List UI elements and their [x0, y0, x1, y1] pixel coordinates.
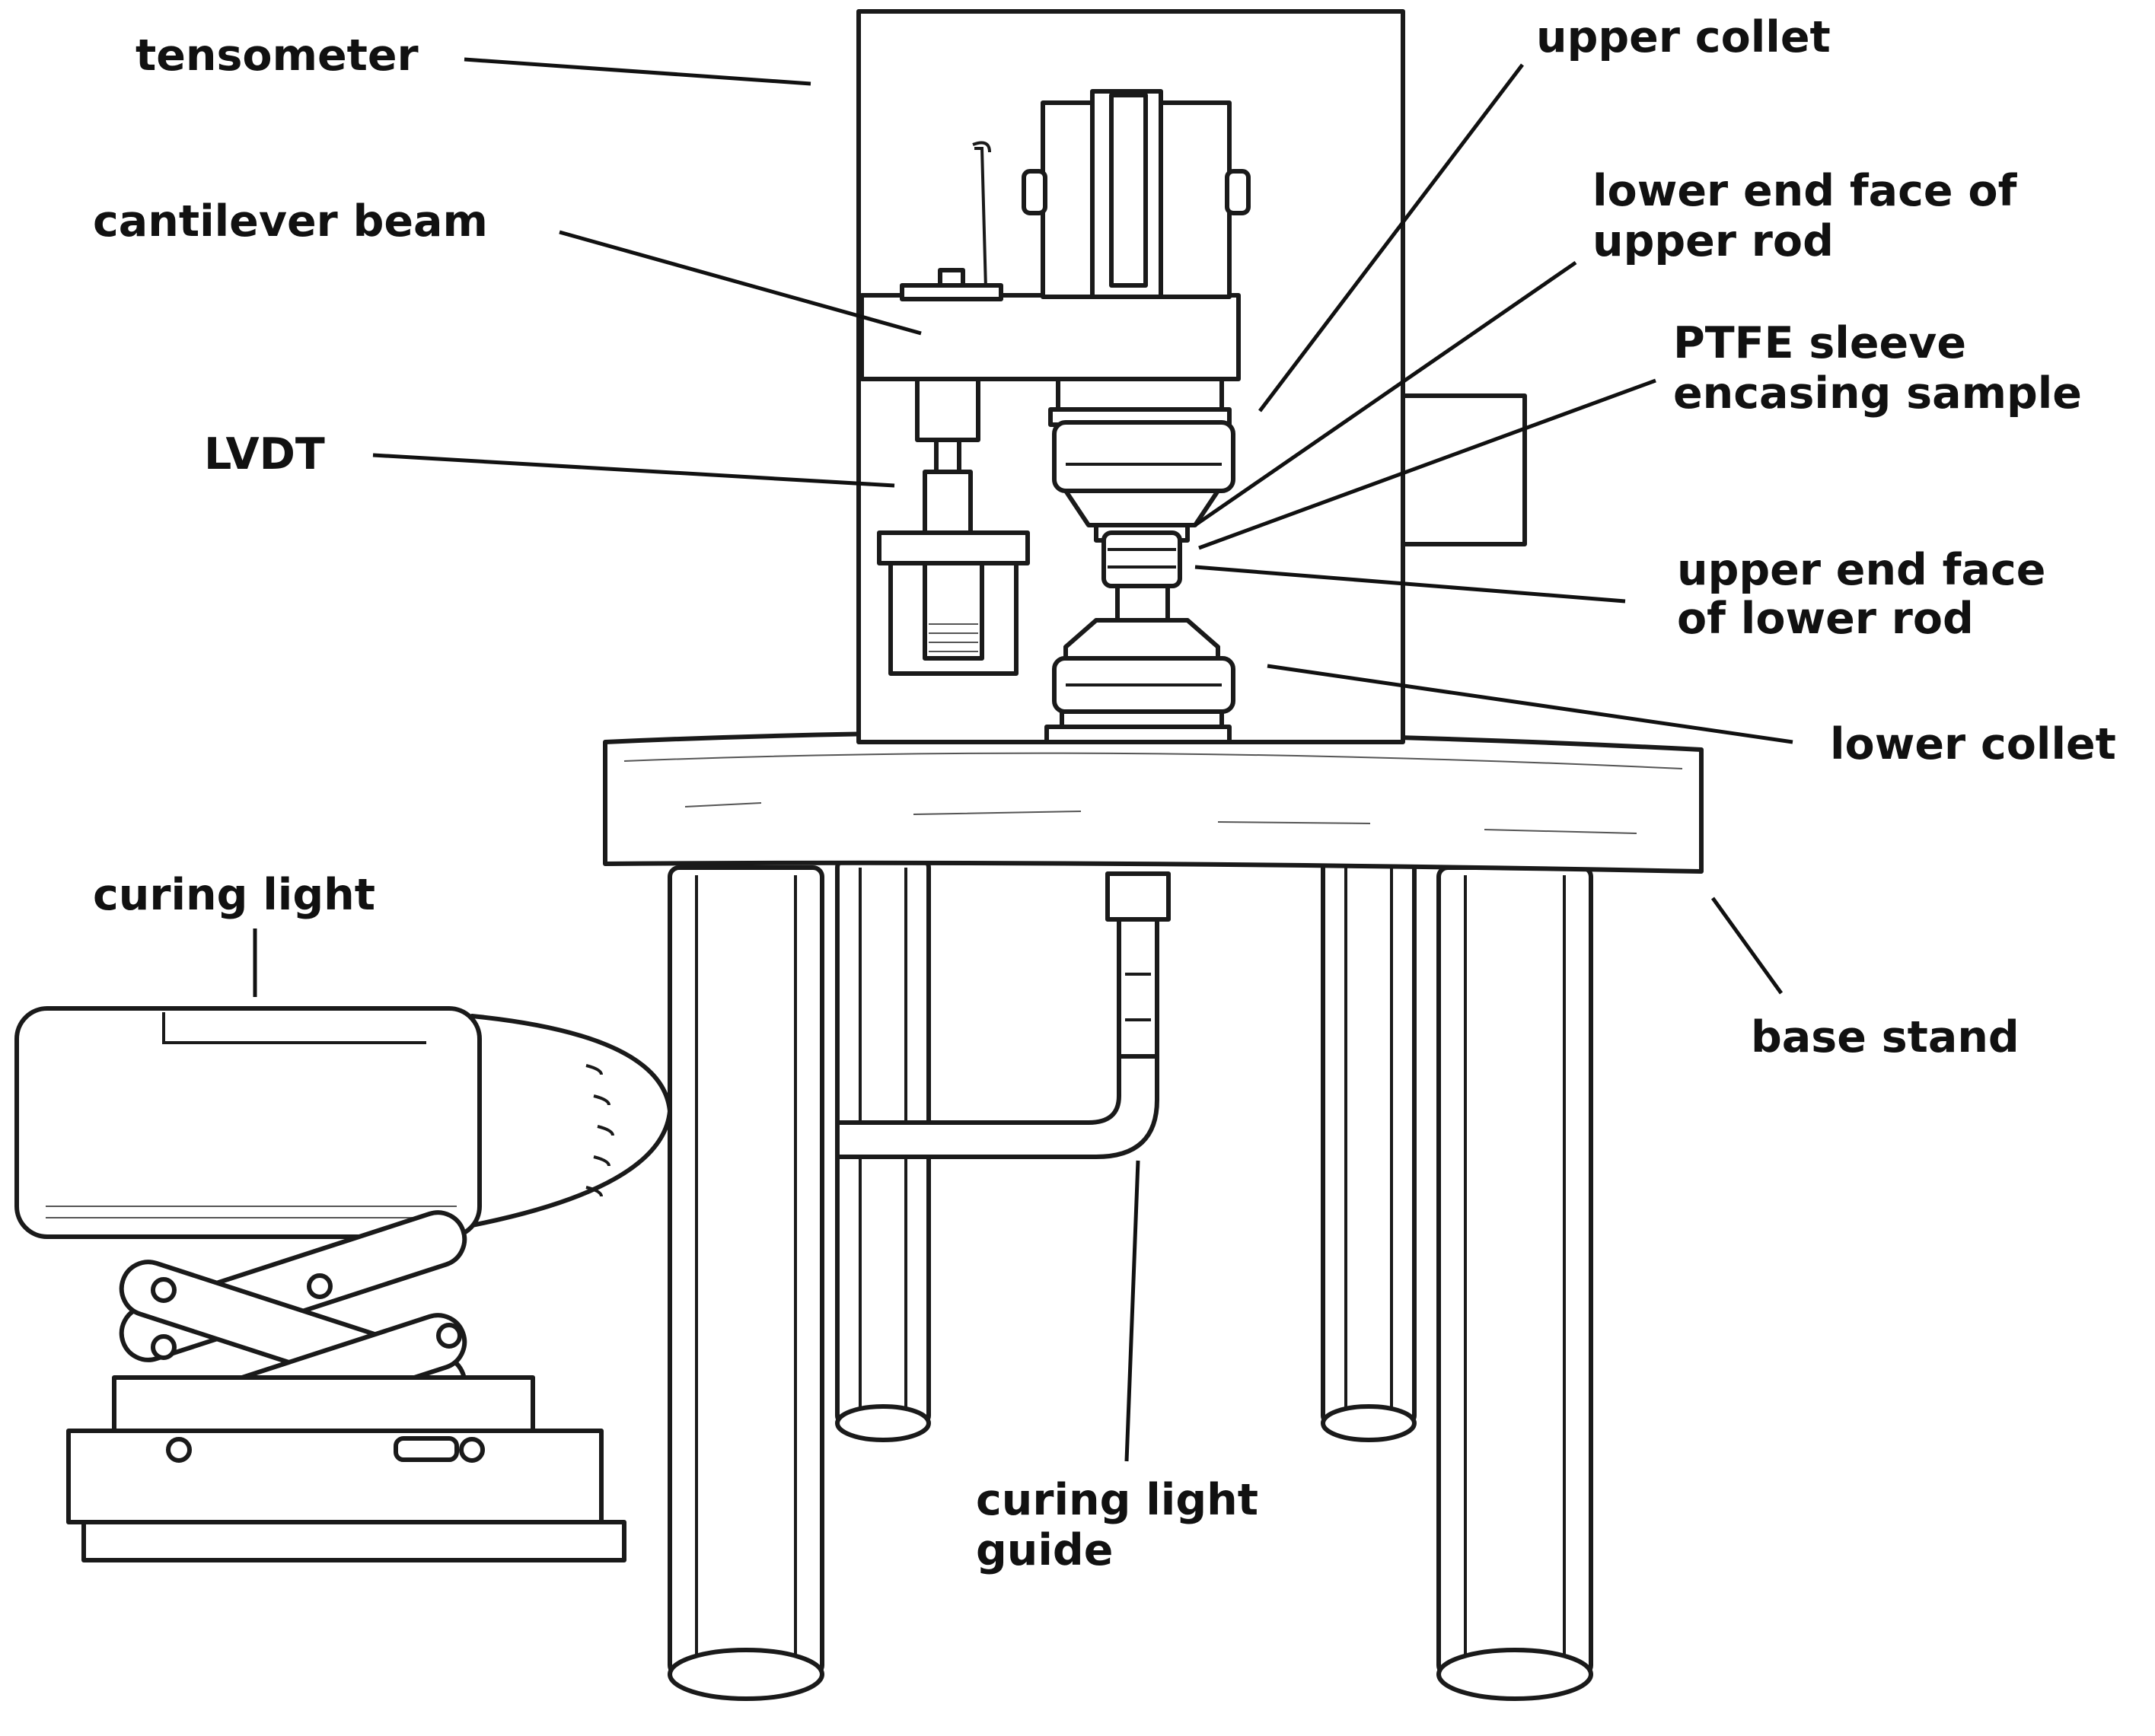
label-curing-light: curing light [93, 870, 375, 920]
labels: tensometer upper collet cantilever beam … [93, 12, 2116, 1575]
label-lower-end-face-2: upper rod [1592, 216, 1834, 266]
label-base-stand: base stand [1751, 1012, 2020, 1062]
label-ptfe-1: PTFE sleeve [1673, 318, 1966, 368]
label-cantilever-beam: cantilever beam [93, 196, 488, 247]
label-curing-guide-1: curing light [976, 1475, 1258, 1525]
label-lower-collet: lower collet [1830, 719, 2116, 769]
curing-light [14, 1006, 672, 1562]
lvdt-assembly [877, 377, 1030, 676]
label-tensometer: tensometer [135, 30, 419, 81]
label-upper-end-face-1: upper end face [1677, 545, 2045, 595]
leader-lines [253, 57, 1793, 1462]
label-lower-end-face-1: lower end face of [1592, 166, 2018, 216]
label-curing-guide-2: guide [976, 1525, 1113, 1575]
label-upper-end-face-2: of lower rod [1677, 594, 1974, 644]
label-lvdt: LVDT [204, 429, 325, 479]
base-stand [603, 730, 1704, 1701]
curing-light-guide [835, 871, 1171, 1159]
label-upper-collet: upper collet [1536, 12, 1831, 62]
label-ptfe-2: encasing sample [1673, 368, 2082, 419]
